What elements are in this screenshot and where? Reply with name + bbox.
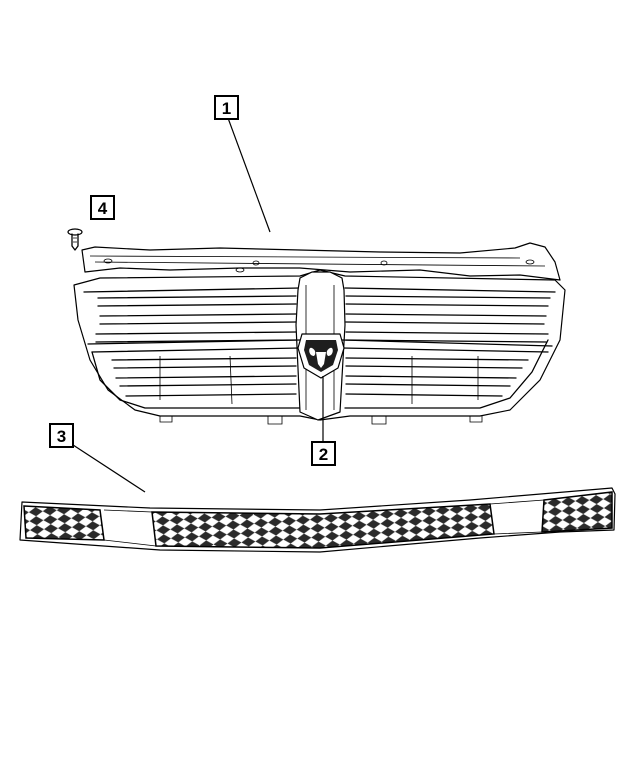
callout-1-label: 1 (222, 99, 231, 118)
callout-2-label: 2 (319, 445, 328, 464)
leader-3 (69, 442, 146, 493)
ram-emblem (297, 333, 345, 379)
callout-2: 2 (311, 441, 336, 466)
lower-slats (111, 355, 529, 405)
push-pin-fastener (67, 228, 83, 251)
callout-1: 1 (214, 95, 239, 120)
callout-3: 3 (49, 423, 74, 448)
callout-4: 4 (90, 195, 115, 220)
callout-3-label: 3 (57, 427, 66, 446)
upper-slats (95, 295, 551, 343)
callout-4-label: 4 (98, 199, 108, 218)
leader-1 (227, 117, 271, 233)
grille-lower (19, 487, 616, 553)
